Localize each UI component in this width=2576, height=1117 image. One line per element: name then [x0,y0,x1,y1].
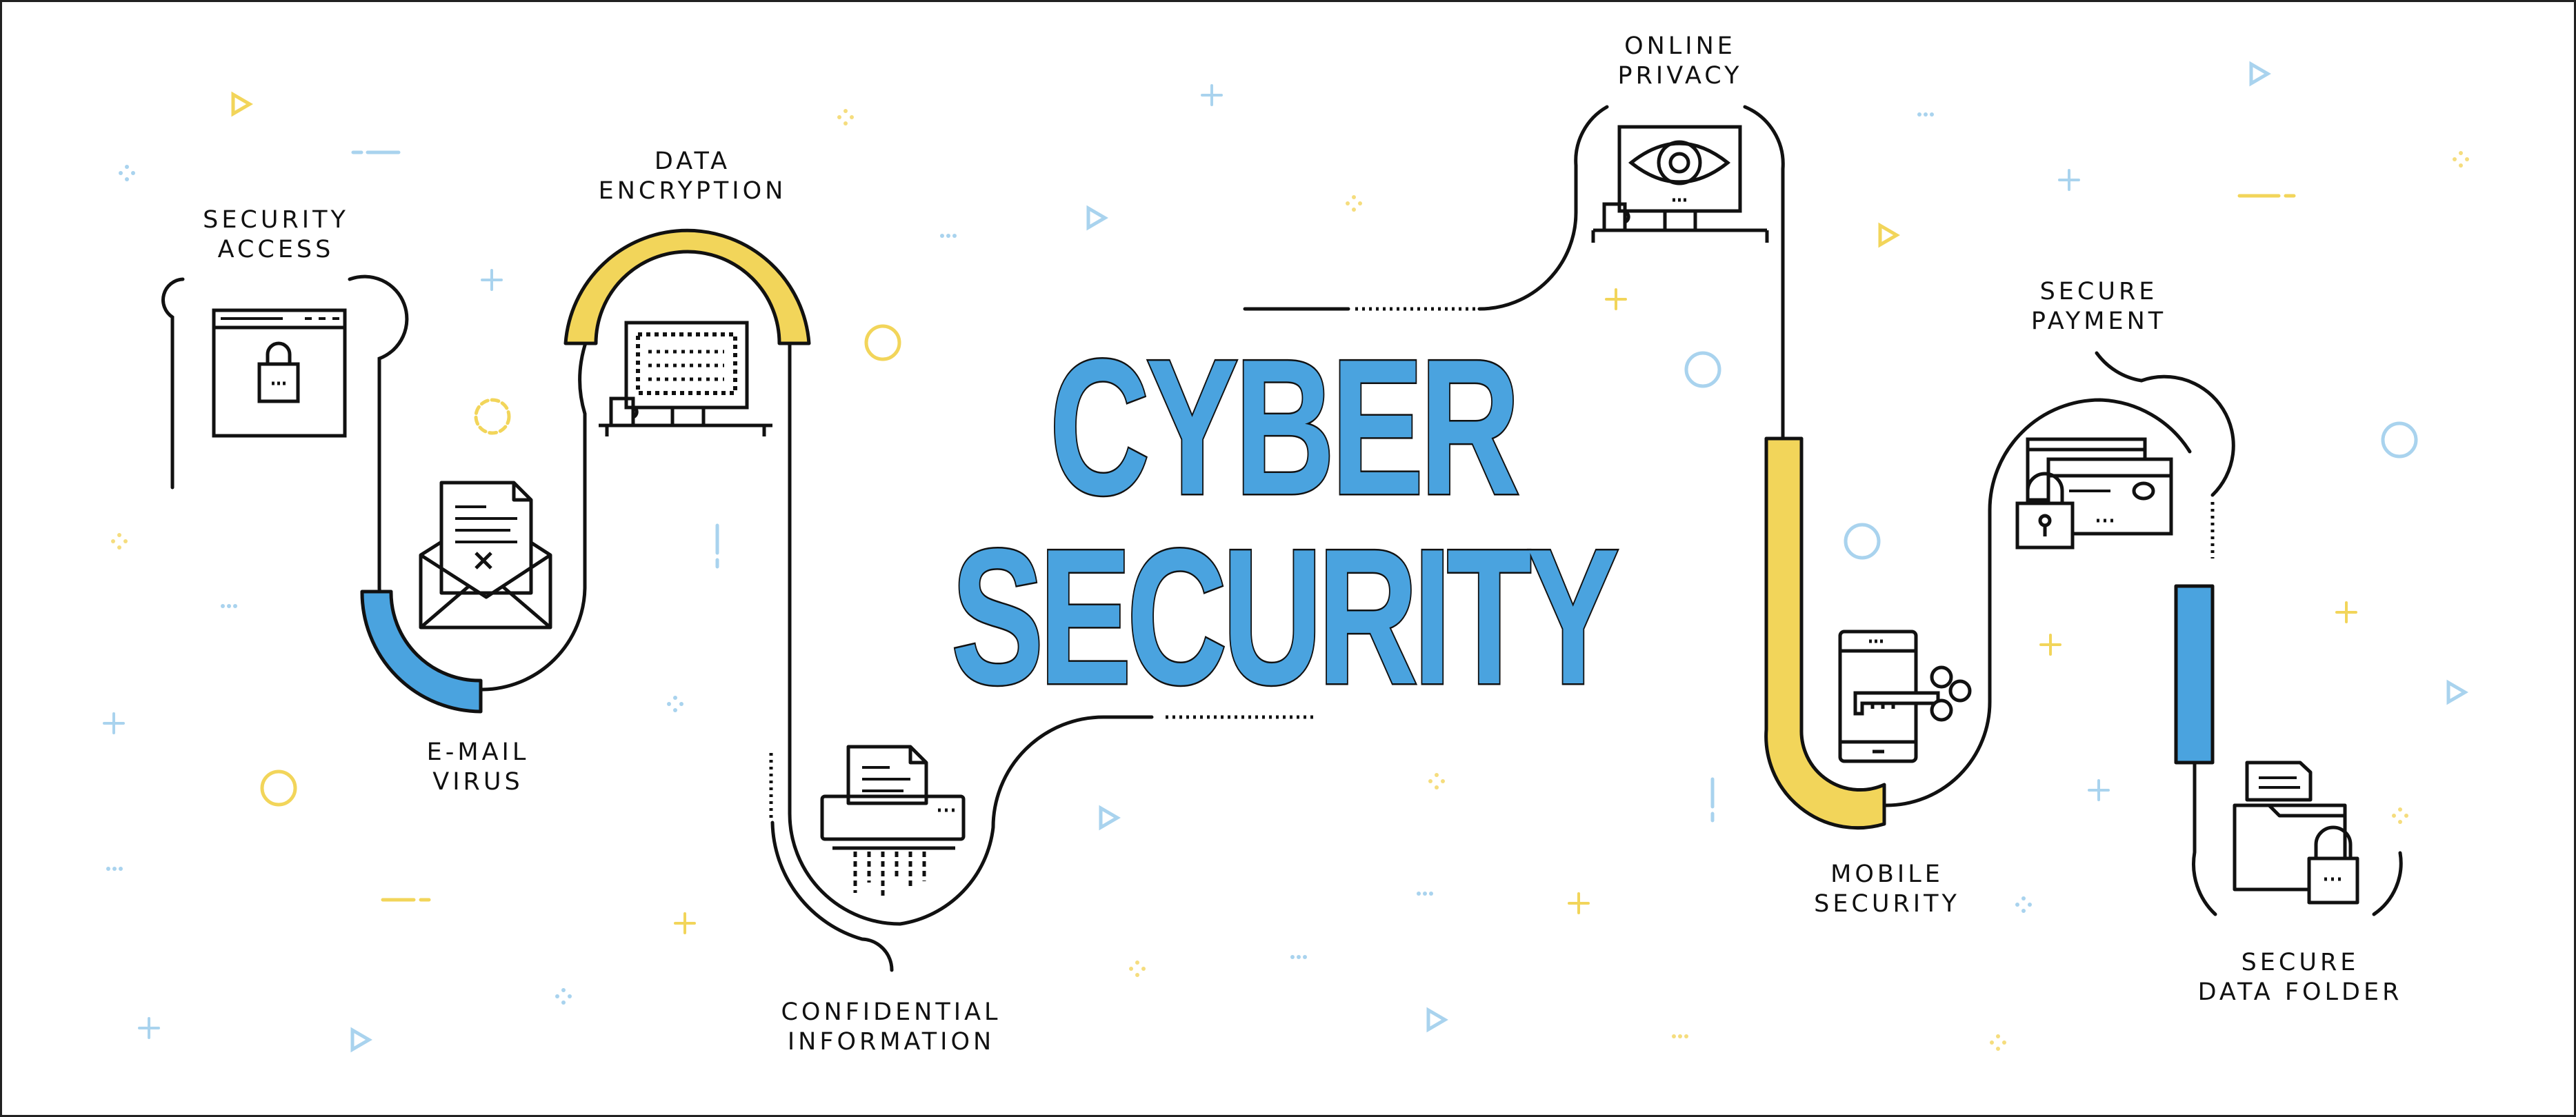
decor-dash-lines [351,150,2296,902]
label-online-privacy: ONLINE PRIVACY [1617,32,1743,90]
monitor-encryption-icon [599,321,772,436]
label-confidential-information: CONFIDENTIAL INFORMATION [781,998,1001,1056]
background-decorations [103,61,2469,1053]
decor-dot-crosses [111,109,2469,1051]
decor-dots [106,112,1934,959]
path-folder-down [2192,762,2217,916]
connector-path [161,105,2403,972]
title-security: SECURITY [950,510,1621,725]
label-mobile-security: MOBILE SECURITY [1814,861,1960,918]
dotted-path-segments [769,307,2215,821]
path-privacy-right [1743,105,1785,441]
folder-lock-icon [2233,761,2359,905]
decor-dots-yellow [1672,1034,1688,1038]
label-security-access: SECURITY ACCESS [203,206,349,263]
email-virus-icon [419,481,552,630]
highlight-segments [360,228,2215,830]
path-mobile-curve [1884,398,2192,807]
path-privacy-arc [1477,105,1609,311]
mobile-key-icon [1838,630,1972,763]
decor-triangle-icons [231,61,2468,1053]
decor-circle-icons [260,324,2418,807]
blue-folder-bar [2174,584,2215,765]
path-payment-top [2095,351,2235,497]
path-folder-right [2372,851,2403,916]
decor-plus-icons [103,84,2357,1039]
monitor-eye-icon [1591,125,1769,243]
credit-card-lock-icon [2015,437,2173,550]
label-secure-payment: SECURE PAYMENT [2030,278,2167,335]
title-cyber: CYBER [1048,320,1521,535]
yellow-mobile-bar [1764,436,1886,830]
path-security-access-right [348,274,409,590]
yellow-encryption-arch [563,228,811,345]
path-encryption-down [788,341,1154,926]
blue-email-arc [360,590,483,714]
path-security-access-arch [161,277,185,490]
browser-lock-icon [212,308,347,438]
path-confidential-tail [770,821,894,972]
label-secure-data-folder: SECURE DATA FOLDER [2197,949,2403,1006]
shredder-icon [820,745,966,896]
label-email-virus: E-MAIL VIRUS [426,738,530,796]
label-data-encryption: DATA ENCRYPTION [598,148,787,205]
